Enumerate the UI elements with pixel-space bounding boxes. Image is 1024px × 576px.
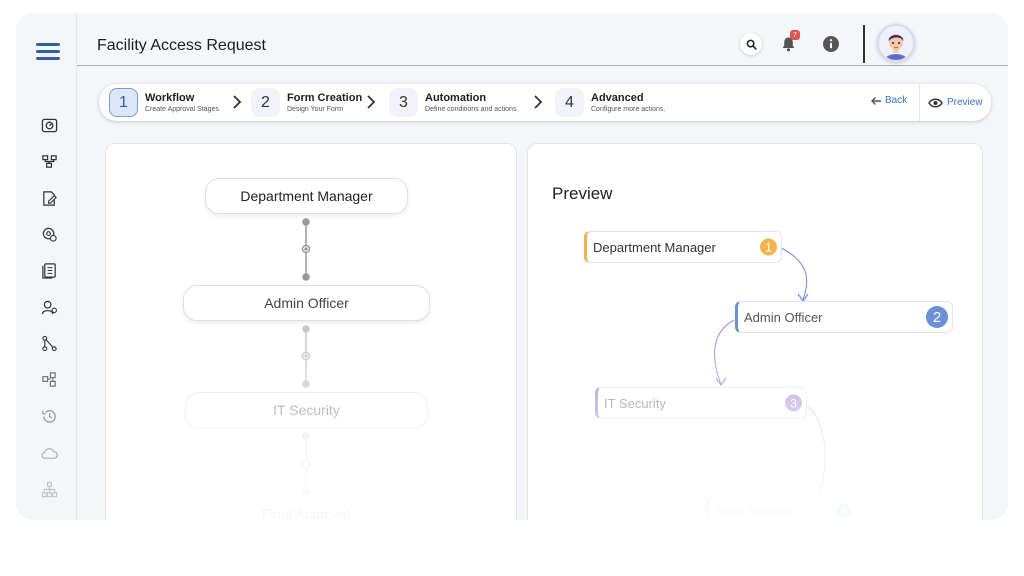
step-title: Workflow: [145, 92, 195, 104]
app-window: Facility Access Request 7: [16, 13, 1008, 520]
menu-icon[interactable]: [36, 43, 60, 60]
step-title: Automation: [425, 92, 487, 104]
dashboard-icon[interactable]: [40, 116, 58, 134]
workflow-node[interactable]: IT Security: [185, 392, 428, 428]
preview-node-label: Department Manager: [593, 239, 716, 255]
page-title: Facility Access Request: [97, 37, 266, 54]
eye-icon: [928, 98, 943, 107]
settings-shield-icon[interactable]: [40, 225, 58, 243]
search-icon: [746, 39, 757, 50]
info-icon: [823, 36, 839, 52]
chevron-right-icon: [233, 95, 242, 109]
hierarchy-icon[interactable]: [40, 334, 58, 352]
preview-title: Preview: [552, 184, 613, 203]
step-workflow[interactable]: 1 Workflow Create Approval Stages: [109, 88, 219, 117]
preview-node-label: Final Approval: [715, 503, 798, 519]
notification-badge: 7: [790, 30, 800, 40]
step-subtitle: Define conditions and actions: [425, 106, 517, 113]
user-settings-icon[interactable]: [40, 298, 58, 316]
workflow-node[interactable]: Department Manager: [205, 178, 408, 214]
user-avatar-icon: [879, 26, 913, 60]
info-button[interactable]: [820, 33, 842, 55]
workflow-node[interactable]: Final Approval: [226, 499, 386, 520]
back-label: Back: [885, 95, 908, 106]
arrow-left-icon: [871, 96, 881, 105]
preview-node[interactable]: Final Approval 4: [706, 496, 856, 520]
preview-node-label: Admin Officer: [744, 309, 823, 325]
history-icon[interactable]: [40, 407, 58, 425]
back-button[interactable]: Back: [870, 95, 907, 106]
preview-node-number: 3: [785, 394, 802, 412]
step-advanced[interactable]: 4 Advanced Configure more actions.: [555, 88, 665, 117]
main-area: Facility Access Request 7: [77, 13, 1008, 520]
divider: [863, 25, 865, 63]
avatar[interactable]: [877, 24, 915, 62]
step-subtitle: Configure more actions.: [591, 106, 666, 113]
documents-icon[interactable]: [40, 261, 58, 279]
cloud-settings-icon[interactable]: [40, 444, 58, 462]
chevron-right-icon: [367, 95, 376, 109]
preview-panel: Preview Department Manager 1 Admin Offic…: [527, 143, 983, 520]
search-button[interactable]: [740, 33, 762, 55]
modules-icon[interactable]: [40, 370, 58, 388]
preview-node-number: 1: [760, 238, 777, 256]
preview-node[interactable]: IT Security 3: [595, 387, 807, 419]
org-chart-icon[interactable]: [40, 480, 58, 498]
step-number: 1: [109, 88, 138, 117]
workflow-builder-panel: Department Manager Admin Officer IT Secu…: [105, 143, 517, 520]
step-title: Form Creation: [287, 92, 363, 104]
step-title: Advanced: [591, 92, 644, 104]
preview-node-label: IT Security: [604, 395, 666, 411]
step-automation[interactable]: 3 Automation Define conditions and actio…: [389, 88, 516, 117]
form-edit-icon[interactable]: [40, 189, 58, 207]
step-number: 4: [555, 88, 584, 117]
chevron-right-icon: [534, 95, 543, 109]
preview-node-number: 4: [836, 503, 851, 519]
stepper: 1 Workflow Create Approval Stages 2 Form…: [99, 84, 991, 121]
sidebar: [16, 13, 77, 520]
workflow-node[interactable]: Admin Officer: [183, 285, 430, 321]
step-number: 3: [389, 88, 418, 117]
top-bar: Facility Access Request 7: [77, 13, 1008, 66]
step-number: 2: [251, 88, 280, 117]
step-subtitle: Create Approval Stages: [145, 106, 219, 113]
step-form-creation[interactable]: 2 Form Creation Design Your Form: [251, 88, 362, 117]
preview-node[interactable]: Department Manager 1: [584, 231, 782, 263]
step-subtitle: Design Your Form: [287, 106, 344, 113]
bell-icon: [782, 37, 794, 52]
preview-node[interactable]: Admin Officer 2: [735, 301, 953, 333]
preview-label: Preview: [947, 97, 983, 108]
preview-node-number: 2: [926, 306, 948, 328]
preview-button[interactable]: Preview: [919, 84, 983, 121]
workflow-icon[interactable]: [40, 152, 58, 170]
notifications-button[interactable]: 7: [777, 30, 800, 55]
